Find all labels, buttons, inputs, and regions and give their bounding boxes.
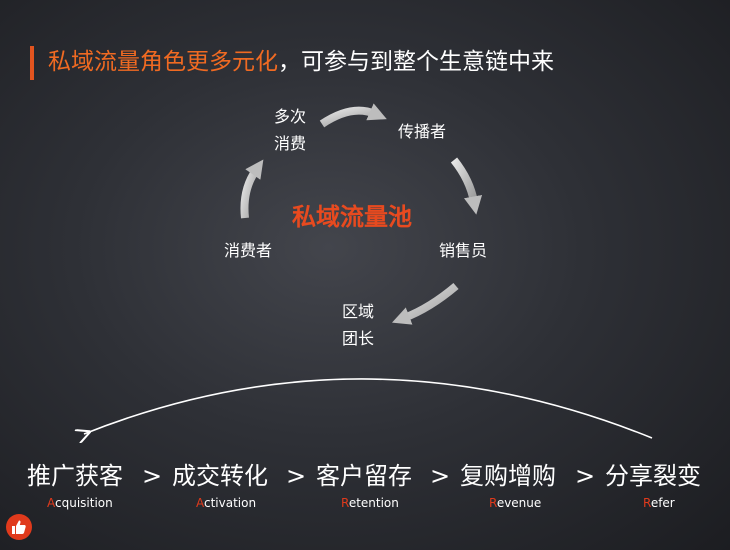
stage-retention: 客户留存 <box>316 462 412 490</box>
node-consumer: 消费者 <box>224 241 273 260</box>
stage-revenue: 复购增购 <box>460 462 556 490</box>
node-spreader: 传播者 <box>398 122 447 141</box>
arrow-to-salesperson <box>450 157 483 215</box>
code-activation: Activation <box>196 496 257 510</box>
private-traffic-pool-label: 私域流量池 <box>292 203 412 231</box>
title-highlight: 私域流量角色更多元化 <box>48 49 278 75</box>
stage-separator: > <box>142 462 163 490</box>
code-acquisition: Acquisition <box>47 496 113 510</box>
stage-acquisition: 推广获客 <box>27 462 123 490</box>
arrow-to-spreader <box>319 103 387 128</box>
code-refer: Refer <box>643 496 675 510</box>
funnel-loop-arc <box>84 378 653 438</box>
code-retention: Retention <box>341 496 399 510</box>
funnel-stages: 推广获客 > 成交转化 > 客户留存 > 复购增购 > 分享裂变 <box>0 460 730 494</box>
arrow-to-region-leader <box>391 282 459 325</box>
title-rest: ，可参与到整个生意链中来 <box>278 49 554 75</box>
title-accent-bar <box>30 46 34 80</box>
node-repeat-consumption: 多次 消费 <box>274 107 307 153</box>
node-salesperson: 销售员 <box>439 241 488 260</box>
thumbs-up-icon <box>6 514 32 540</box>
arrow-to-repeat-consumption <box>240 159 264 219</box>
node-region-leader: 区域 团长 <box>342 302 375 348</box>
stage-activation: 成交转化 <box>172 462 268 490</box>
stage-separator: > <box>575 462 596 490</box>
slide-title: 私域流量角色更多元化，可参与到整个生意链中来 <box>48 45 554 79</box>
stage-separator: > <box>430 462 451 490</box>
stage-refer: 分享裂变 <box>605 462 701 490</box>
stage-separator: > <box>286 462 307 490</box>
code-revenue: Revenue <box>489 496 542 510</box>
